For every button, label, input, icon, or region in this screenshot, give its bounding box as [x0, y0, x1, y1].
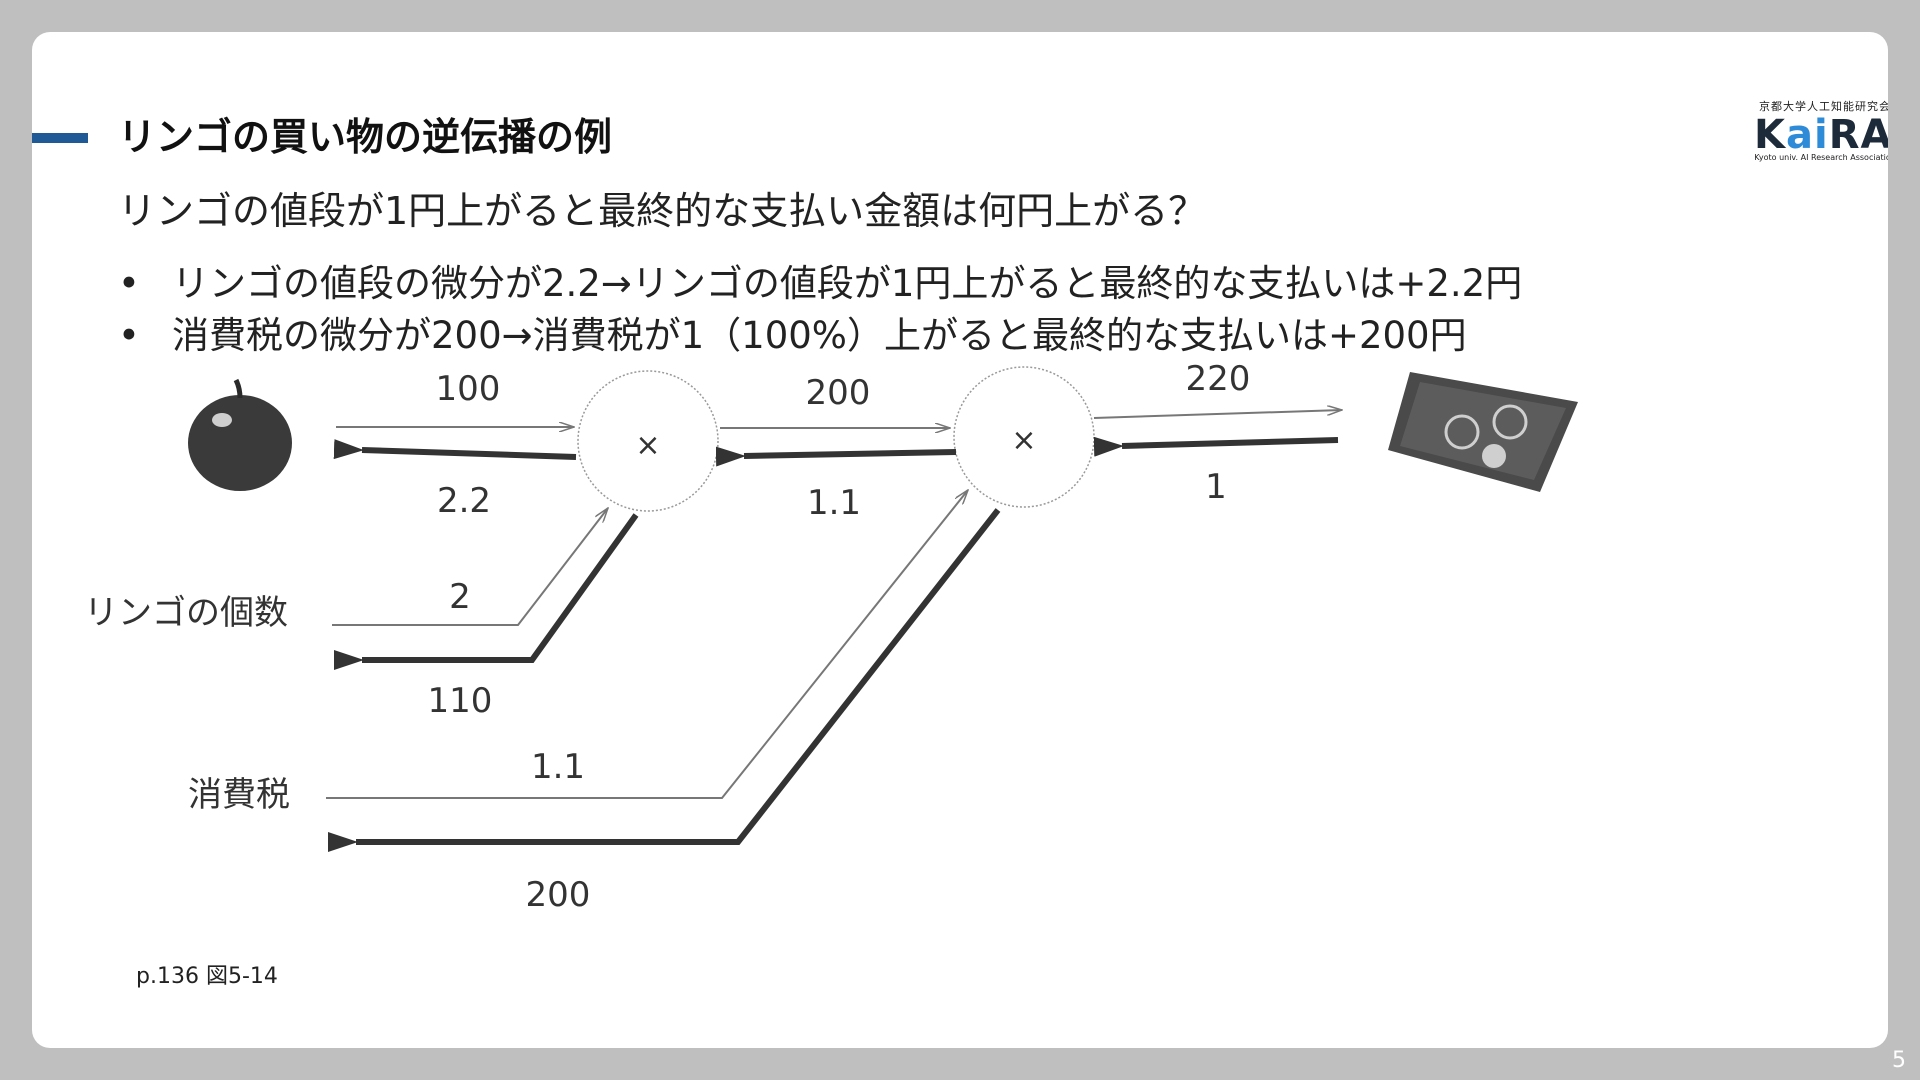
logo-mark-k: K — [1754, 112, 1786, 158]
forward-value-mul1-out: 200 — [806, 373, 871, 413]
title-accent-bar — [32, 133, 88, 143]
slide: リンゴの買い物の逆伝播の例 リンゴの値段が1円上がると最終的な支払い金額は何円上… — [32, 32, 1888, 1048]
logo-en-text: Kyoto univ. AI Research Association — [1754, 153, 1888, 162]
kaira-logo: 京都大学人工知能研究会 KaiRA Kyoto univ. AI Researc… — [1750, 98, 1888, 168]
label-tax: 消費税 — [188, 775, 290, 815]
backward-arrows — [328, 436, 1339, 852]
backward-arrow-mul2-out — [1093, 436, 1339, 457]
forward-value-apple-count: 2 — [449, 577, 471, 617]
bullet-text: リンゴの値段の微分が2.2→リンゴの値段が1円上がると最終的な支払いは+2.2円 — [172, 262, 1523, 305]
figure-caption: p.136 図5-14 — [136, 964, 278, 989]
bullet-marker: • — [118, 314, 140, 357]
multiply-node-1-symbol: × — [635, 428, 660, 463]
forward-value-apple-price: 100 — [436, 369, 501, 409]
backward-arrow-tax — [328, 508, 1001, 852]
backward-arrow-mul1-out — [715, 446, 957, 467]
forward-value-tax: 1.1 — [531, 747, 585, 787]
forward-arrows — [326, 410, 1342, 799]
forward-arrow-tax — [326, 490, 968, 799]
logo-mark-ai: ai — [1786, 112, 1829, 158]
multiply-node-2-symbol: × — [1011, 423, 1036, 458]
bullet-item: • リンゴの値段の微分が2.2→リンゴの値段が1円上がると最終的な支払いは+2.… — [118, 258, 1522, 310]
backward-value-mul1-out: 1.1 — [807, 483, 861, 523]
slide-subtitle: リンゴの値段が1円上がると最終的な支払い金額は何円上がる？ — [118, 189, 1207, 233]
backward-value-mul2-out: 1 — [1205, 467, 1227, 507]
multiply-node-2: × — [953, 366, 1095, 508]
multiply-node-1: × — [577, 370, 719, 512]
backward-arrow-apple-count — [334, 513, 639, 670]
backward-value-apple-price: 2.2 — [437, 481, 491, 521]
logo-mark-ra: RA — [1828, 112, 1888, 158]
forward-value-mul2-out: 220 — [1186, 359, 1251, 399]
forward-arrow-mul2-out — [1093, 410, 1342, 419]
bullet-text: 消費税の微分が200→消費税が1（100%）上がると最終的な支払いは+200円 — [172, 314, 1467, 357]
backward-arrow-apple-price — [333, 439, 577, 460]
page-number: 5 — [1892, 1048, 1906, 1073]
logo-jp-text: 京都大学人工知能研究会 — [1759, 100, 1888, 113]
apple-icon — [188, 378, 292, 491]
bullet-list: • リンゴの値段の微分が2.2→リンゴの値段が1円上がると最終的な支払いは+2.… — [118, 258, 1522, 362]
logo-mark: KaiRA — [1754, 112, 1888, 158]
payment-tray-icon — [1388, 372, 1578, 492]
backward-value-tax: 200 — [526, 875, 591, 915]
bullet-item: • 消費税の微分が200→消費税が1（100%）上がると最終的な支払いは+200… — [118, 310, 1522, 362]
slide-title: リンゴの買い物の逆伝播の例 — [118, 115, 613, 159]
label-apple-count: リンゴの個数 — [84, 593, 288, 633]
bullet-marker: • — [118, 262, 140, 305]
forward-arrow-apple-count — [332, 508, 608, 626]
backward-value-apple-count: 110 — [428, 681, 493, 721]
